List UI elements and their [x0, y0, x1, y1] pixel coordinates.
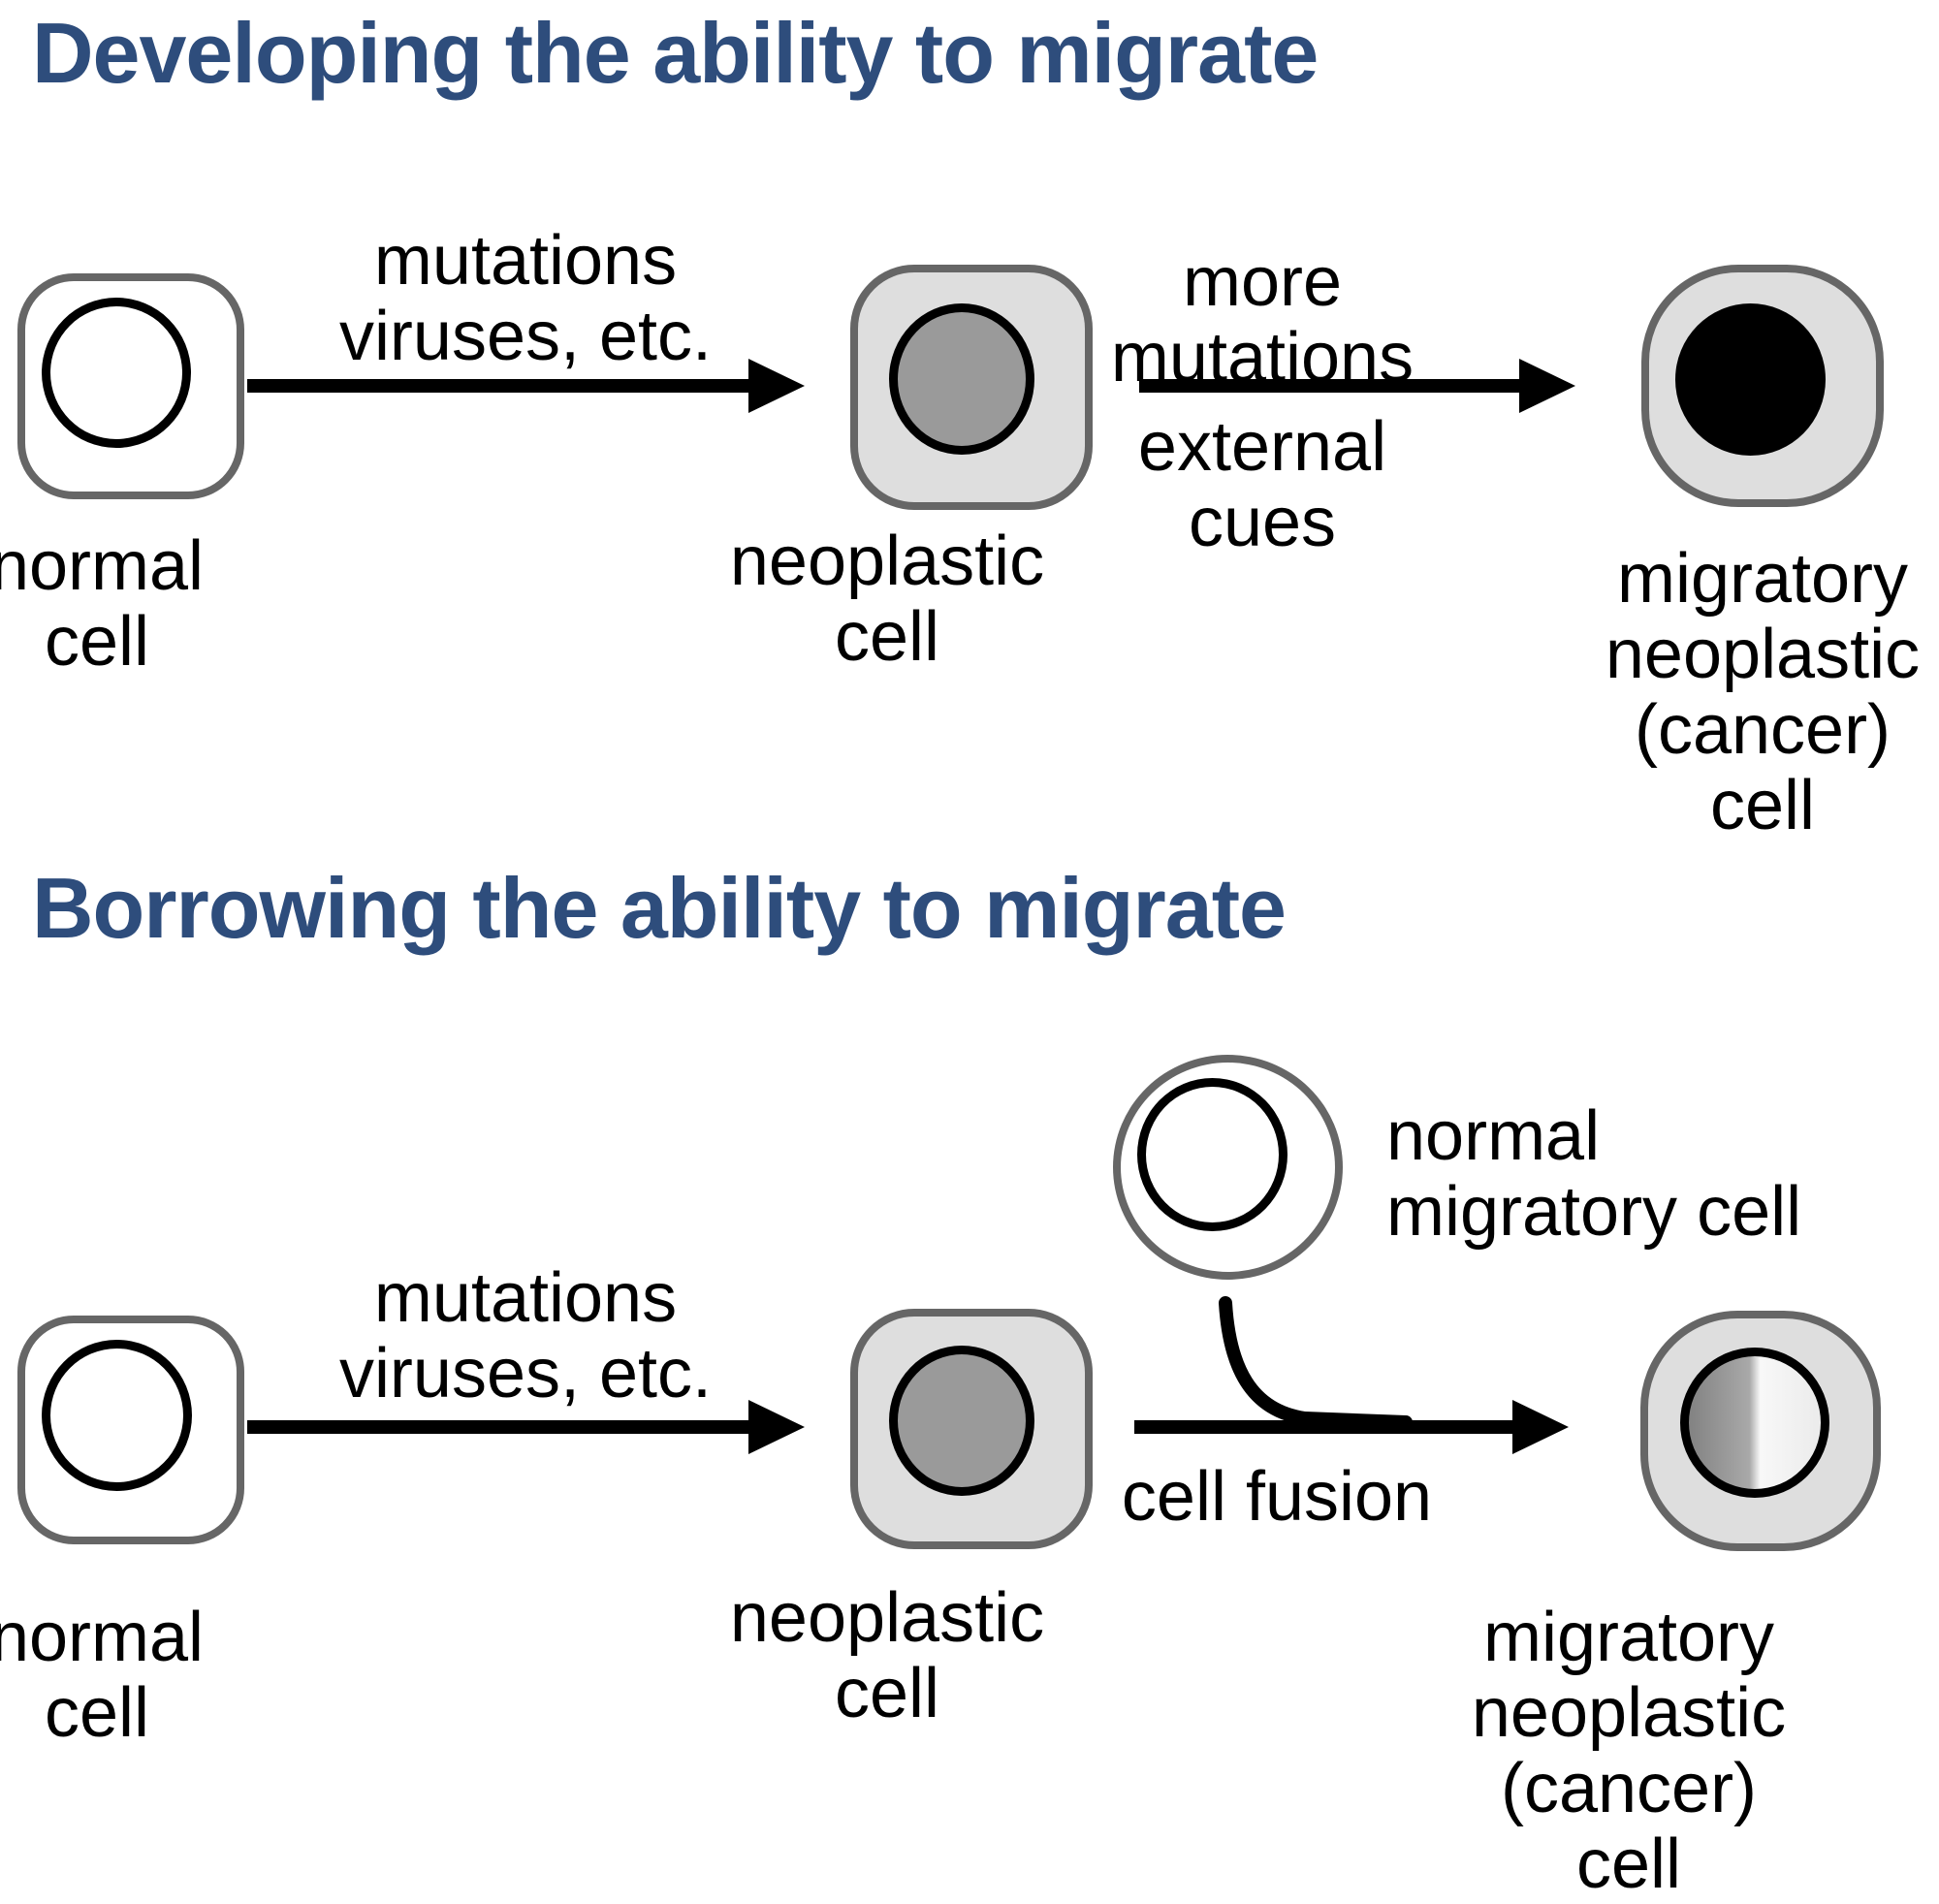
normal-migratory-cell-label: normal migratory cell [1386, 1097, 1802, 1251]
more-mutations-arrow-head [1519, 359, 1575, 413]
cell-fusion-arrow-head [1512, 1400, 1569, 1454]
section-developing-title: Developing the ability to migrate [32, 5, 1319, 101]
cell-fusion-arrow-line [1134, 1420, 1512, 1434]
more-mutations-label: more mutations [1110, 243, 1415, 397]
cell-fusion-curve [1219, 1296, 1413, 1429]
section-borrowing-title: Borrowing the ability to migrate [32, 860, 1287, 956]
normal-migratory-cell-shape [1113, 1055, 1343, 1280]
migratory-cancer-cell-nucleus [1675, 303, 1826, 456]
mutations-arrow-head [748, 359, 805, 413]
normal-cell-label: normal cell [0, 527, 205, 681]
migratory-cancer-cell-label: migratory neoplastic (cancer) cell [1605, 540, 1921, 844]
neoplastic-cell-label-2: neoplastic cell [729, 1579, 1045, 1732]
more-mutations-arrow-line [1139, 379, 1519, 393]
mutations-arrow-head-2 [748, 1400, 805, 1454]
neoplastic-cell-shape-2 [850, 1309, 1093, 1549]
external-cues-label: external cues [1137, 408, 1387, 561]
migratory-cancer-cell-shape-2 [1640, 1311, 1881, 1551]
neoplastic-cell-label: neoplastic cell [729, 523, 1045, 676]
neoplastic-cell-nucleus-2 [889, 1346, 1034, 1496]
migratory-cancer-cell-shape [1641, 265, 1884, 507]
normal-cell-nucleus-2 [42, 1340, 192, 1491]
mutations-arrow-line [247, 379, 748, 393]
normal-migratory-cell-nucleus [1137, 1078, 1287, 1231]
mutations-arrow-line-2 [247, 1420, 748, 1434]
normal-cell-shape [17, 273, 244, 499]
neoplastic-cell-nucleus [889, 303, 1034, 455]
migratory-cancer-cell-label-2: migratory neoplastic (cancer) cell [1471, 1599, 1787, 1903]
migratory-cancer-cell-nucleus-2 [1680, 1348, 1829, 1498]
neoplastic-cell-shape [850, 265, 1093, 510]
normal-cell-shape-2 [17, 1316, 244, 1544]
normal-cell-label-2: normal cell [0, 1599, 205, 1752]
mutations-arrow-label: mutations viruses, etc. [338, 222, 713, 375]
cell-fusion-label: cell fusion [1121, 1458, 1433, 1536]
mutations-arrow-label-2: mutations viruses, etc. [338, 1259, 713, 1412]
normal-cell-nucleus [42, 298, 191, 448]
